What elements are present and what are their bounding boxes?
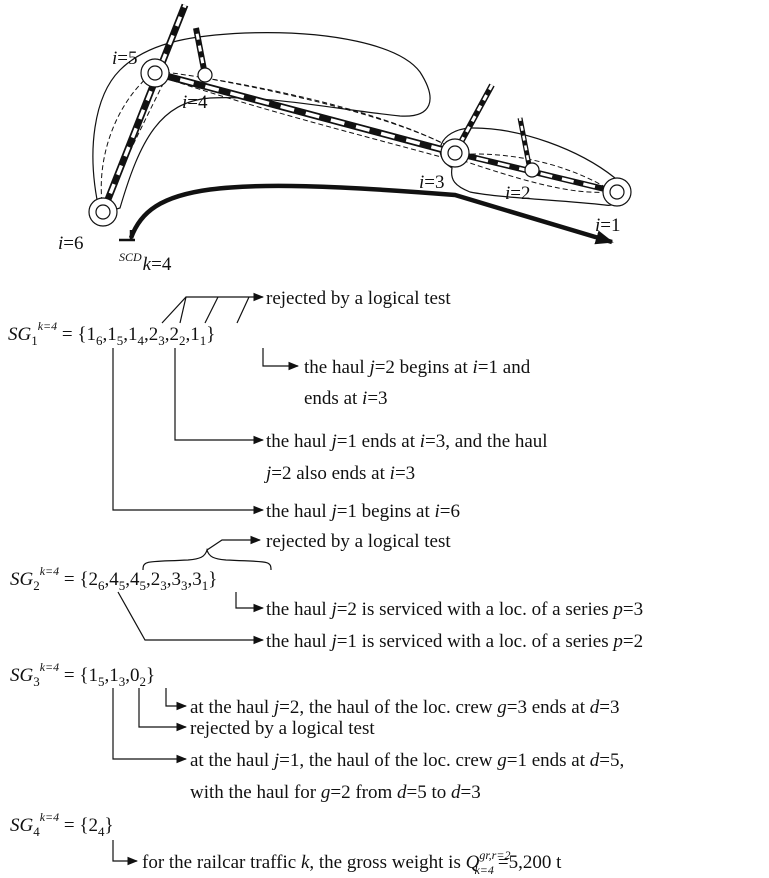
label-i4: i=4	[182, 92, 208, 113]
sg2-note-2: the haul j=1 is serviced with a loc. of …	[266, 631, 643, 652]
sg2-block: rejected by a logical test SG2k=4 = {26,…	[10, 531, 643, 652]
sg4-note-1: for the railcar traffic k, the gross wei…	[142, 848, 562, 877]
sg1-note-2-line1: the haul j=1 ends at i=3, and the haul	[266, 431, 548, 452]
sg3-note-1: at the haul j=2, the haul of the loc. cr…	[190, 697, 619, 718]
railway-lines	[99, 3, 618, 214]
label-scd: SCDk=4	[119, 250, 172, 275]
railway-network-map: i=5 i=4 i=3 i=2 i=1 i=6 SCDk=4	[58, 3, 632, 275]
railcar-traffic-arrow	[128, 183, 614, 245]
label-i3: i=3	[419, 172, 445, 193]
sg1-block: rejected by a logical test SG1k=4 = {16,…	[8, 288, 548, 522]
stations	[88, 58, 632, 227]
sg3-formula: SG3k=4 = {15,13,02}	[10, 660, 155, 689]
label-i1: i=1	[595, 215, 621, 236]
sg4-formula: SG4k=4 = {24}	[10, 810, 114, 839]
station-4	[197, 67, 213, 83]
sg3-block: SG3k=4 = {15,13,02} at the haul j=2, the…	[10, 660, 624, 803]
sg3-note-2: rejected by a logical test	[190, 718, 375, 739]
sg1-formula: SG1k=4 = {16,15,14,23,22,11}	[8, 319, 215, 348]
sg2-formula: SG2k=4 = {26,45,45,23,33,31}	[10, 564, 217, 593]
sg3-note-3-line1: at the haul j=1, the haul of the loc. cr…	[190, 750, 624, 771]
sg4-block: SG4k=4 = {24} for the railcar traffic k,…	[10, 810, 562, 877]
label-i6: i=6	[58, 233, 84, 254]
sg1-note-1-line2: ends at i=3	[304, 388, 388, 409]
label-i5: i=5	[112, 48, 138, 69]
sg1-note-3: the haul j=1 begins at i=6	[266, 501, 460, 522]
sg1-note-1-line1: the haul j=2 begins at i=1 and	[304, 357, 531, 378]
sg2-rejected-label: rejected by a logical test	[266, 531, 451, 552]
label-i2: i=2	[505, 183, 531, 204]
region-outline-upper	[92, 32, 431, 215]
sg2-note-1: the haul j=2 is serviced with a loc. of …	[266, 599, 643, 620]
sg3-note-3-line2: with the haul for g=2 from d=5 to d=3	[190, 782, 481, 803]
sg1-rejected-label: rejected by a logical test	[266, 288, 451, 309]
sg1-note-2-line2: j=2 also ends at i=3	[263, 463, 415, 484]
station-2	[524, 162, 540, 178]
